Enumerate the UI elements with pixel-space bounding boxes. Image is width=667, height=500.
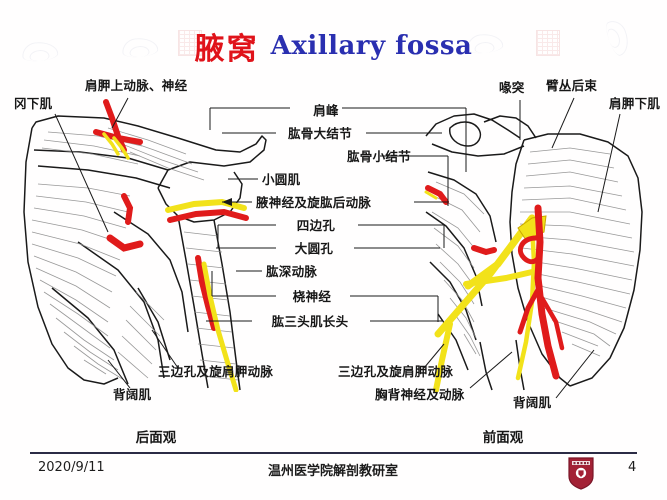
slide-title: 腋窝 Axillary fossa — [0, 24, 667, 68]
label-posterior-cord: 臂丛后束 — [546, 78, 598, 93]
label-latissimus-dorsi-right: 背阔肌 — [513, 395, 552, 410]
label-radial-nerve: 桡神经 — [292, 289, 332, 304]
label-infraspinatus: 冈下肌 — [14, 96, 53, 111]
label-triceps-long-head: 肱三头肌长头 — [271, 314, 349, 329]
suprascapular-vessels — [93, 99, 143, 160]
label-triangular-space-right: 三边孔及旋肩胛动脉 — [338, 364, 454, 379]
label-suprascapular-vessels: 肩胛上动脉、神经 — [85, 78, 188, 93]
label-profunda-brachii: 肱深动脉 — [266, 264, 318, 279]
artery-branch — [106, 234, 144, 252]
caption-anterior-view: 前面观 — [482, 430, 524, 446]
anatomy-figure-anterior — [424, 113, 643, 392]
footer-page-number: 4 — [628, 460, 637, 475]
label-coracoid-process: 喙突 — [499, 80, 525, 95]
label-quadrangular-space: 四边孔 — [296, 218, 336, 233]
label-teres-minor: 小圆肌 — [262, 172, 301, 187]
footer-divider — [30, 452, 637, 454]
label-latissimus-dorsi-left: 背阔肌 — [113, 387, 152, 402]
footer-date: 2020/9/11 — [38, 460, 105, 475]
title-english: Axillary fossa — [270, 31, 473, 61]
axillary-artery — [424, 185, 565, 380]
label-subscapularis: 肩胛下肌 — [609, 96, 661, 111]
label-triangular-space-left: 三边孔及旋肩胛动脉 — [158, 364, 274, 379]
label-acromion: 肩峰 — [313, 103, 339, 118]
caption-posterior-view: 后面观 — [135, 430, 177, 446]
artery-branch — [121, 193, 134, 225]
label-greater-tubercle: 肱骨大结节 — [287, 126, 353, 141]
circumflex-vessels — [165, 198, 249, 223]
label-lesser-tubercle: 肱骨小结节 — [346, 149, 412, 164]
anatomy-figure-posterior — [23, 99, 267, 392]
label-triangular-space: 大圆孔 — [294, 241, 334, 256]
label-axillary-nerve: 腋神经及旋肱后动脉 — [256, 195, 372, 210]
footer-organization: 温州医学院解剖教研室 — [267, 464, 399, 479]
label-thoracodorsal-vessels: 胸背神经及动脉 — [375, 387, 465, 402]
university-shield-logo-icon — [568, 457, 594, 490]
title-chinese: 腋窝 — [194, 32, 259, 67]
profunda-brachii-radial — [195, 255, 239, 392]
